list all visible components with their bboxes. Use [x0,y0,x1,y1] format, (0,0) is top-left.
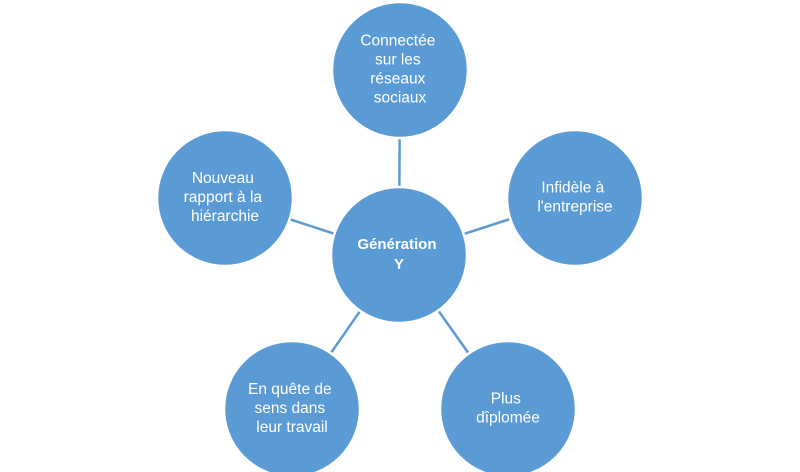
node-plus-diplomee: Plus dîplomée [438,339,578,472]
node-circle [505,128,645,268]
node-label-line: Connectée [360,33,435,50]
center-label-line: Y [394,256,404,273]
node-label-line: Plus [491,391,521,408]
connector-hierarchie [289,217,335,236]
center-node-circle [329,185,469,325]
node-label: En quête de sens dans leur travail [248,381,336,436]
node-label-line: Infidèle à [541,180,604,197]
node-label-line: sur les [375,52,421,69]
node-label: Connectée sur les réseaux sociaux [360,33,439,107]
node-label-line: En quête de [248,381,332,398]
connector-diplome [437,309,470,355]
node-label: Infidèle à l'entreprise [537,180,612,216]
node-circle [438,339,578,472]
node-circle [222,339,362,472]
node-circle [155,128,295,268]
connector-quete [329,310,362,354]
node-label: Plus dîplomée [476,391,540,427]
center-label-line: Génération [357,236,436,253]
node-infidele-entreprise: Infidèle à l'entreprise [505,128,645,268]
node-label-line: sociaux [374,90,427,107]
center-node-generation-y: Génération Y [329,185,469,325]
node-label-line: leur travail [256,419,328,436]
connector-infidele [463,217,511,236]
node-connectee-reseaux-sociaux: Connectée sur les réseaux sociaux [330,0,470,140]
node-label-line: réseaux [370,71,425,88]
node-label-line: hiérarchie [191,208,259,225]
connectors [289,137,511,355]
node-label-line: rapport à la [184,189,263,206]
node-label-line: Nouveau [192,170,254,187]
node-label: Nouveau rapport à la hiérarchie [184,170,267,225]
node-label-line: dîplomée [476,410,540,427]
node-quete-de-sens: En quête de sens dans leur travail [222,339,362,472]
node-circle [330,0,470,140]
center-node-label: Génération Y [357,236,440,273]
node-label-line: l'entreprise [537,199,612,216]
node-rapport-hierarchie: Nouveau rapport à la hiérarchie [155,128,295,268]
node-label-line: sens dans [255,400,326,417]
